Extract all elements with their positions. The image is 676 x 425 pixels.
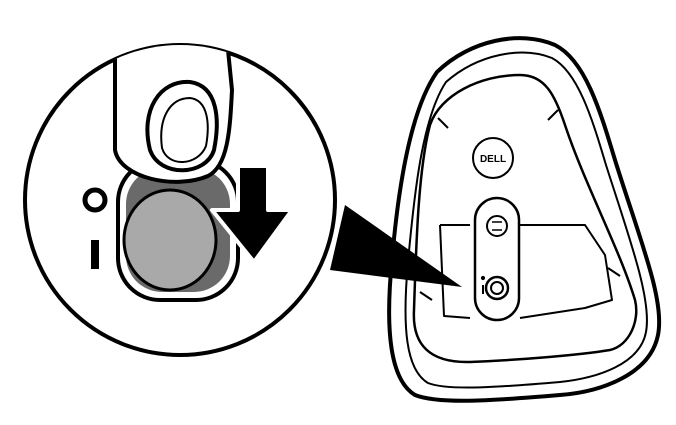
zoom-inset: [23, 43, 337, 357]
mouse-outer-shell: [387, 36, 662, 403]
label-panel: [439, 224, 613, 319]
arrow-down-icon: [210, 164, 294, 264]
mouse-base-plate: [412, 73, 638, 364]
power-switch-small: [484, 275, 510, 301]
sensor-lens: [486, 215, 508, 237]
dell-logo-icon: DELL: [472, 137, 514, 179]
finger-icon: [113, 45, 234, 184]
mouse-inner-edge: [404, 51, 648, 389]
sensor-track: [473, 196, 521, 322]
switch-knob: [122, 188, 218, 292]
dell-logo-text: DELL: [480, 154, 506, 165]
mouse-underside: DELL: [387, 36, 662, 403]
power-symbol-on: [91, 240, 99, 269]
power-symbol-off: [82, 187, 108, 213]
callout-pointer: [330, 205, 462, 287]
